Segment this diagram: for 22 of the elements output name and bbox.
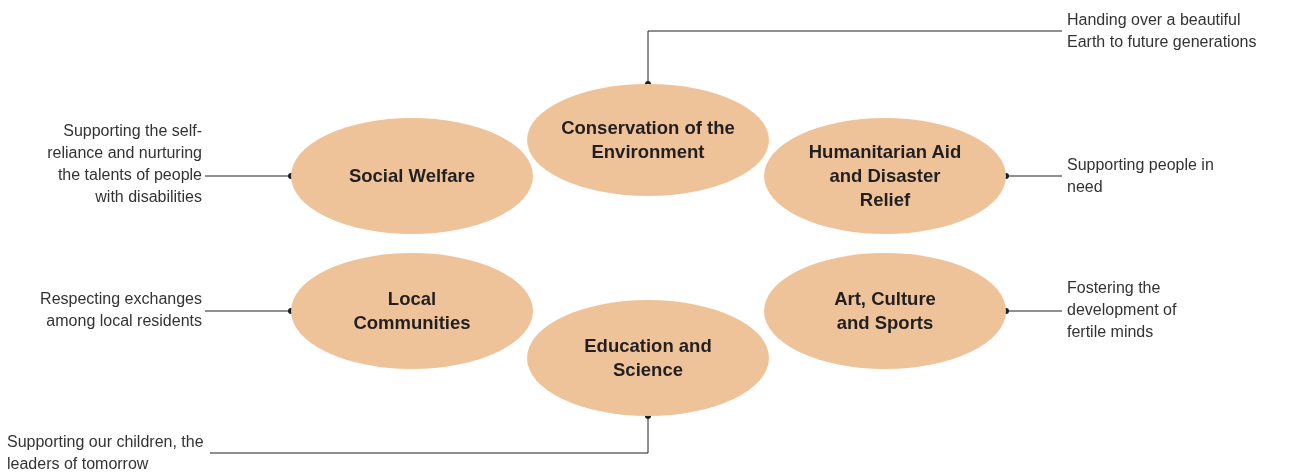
callout-text: Supporting our children, the leaders of tomorrow <box>7 431 207 475</box>
callout-text: Fostering the development of fertile minds <box>1067 277 1202 343</box>
callout-text: Handing over a beautiful Earth to future generations <box>1067 9 1272 53</box>
ellipse-node <box>764 118 1006 234</box>
leader-line <box>209 413 651 454</box>
node-label: Social Welfare <box>347 164 477 188</box>
callout-text: Supporting people in need <box>1067 154 1227 198</box>
ellipse-node <box>527 84 769 196</box>
leader-line <box>645 30 1063 87</box>
ellipse-node <box>291 253 533 369</box>
node-label: Conservation of the Environment <box>560 116 736 164</box>
leader-line <box>1003 308 1063 314</box>
node-label: Humanitarian Aid and Disaster Relief <box>807 140 963 212</box>
node-label: Art, Culture and Sports <box>833 287 937 335</box>
ellipse-node <box>527 300 769 416</box>
ellipse-node <box>764 253 1006 369</box>
node-label: Education and Science <box>583 334 713 382</box>
node-label: Local Communities <box>352 287 472 335</box>
callout-text: Respecting exchanges among local residents <box>0 288 202 332</box>
leader-line <box>1003 173 1063 179</box>
callout-text: Supporting the self-reliance and nurturing the talents of people with disabilities <box>42 120 202 208</box>
ellipse-node <box>291 118 533 234</box>
